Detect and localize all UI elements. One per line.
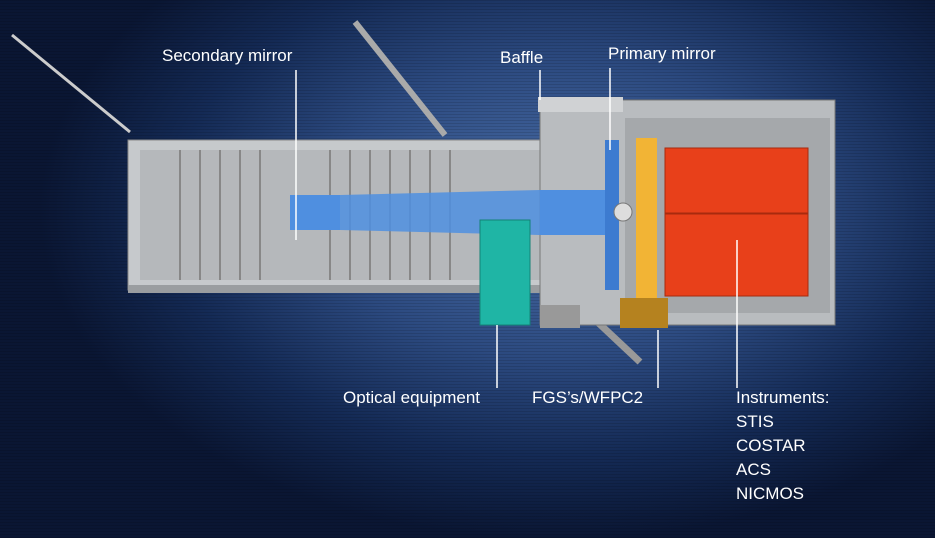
leader-lines <box>295 68 738 388</box>
label-baffle: Baffle <box>500 48 544 67</box>
instrument-item: STIS <box>736 412 774 431</box>
solar-array-boom <box>11 33 131 134</box>
optical-equipment-box <box>479 219 531 326</box>
mirror-hub <box>613 202 633 222</box>
instrument-item: NICMOS <box>736 484 804 503</box>
fgs-panel <box>636 138 657 300</box>
instrument-item: ACS <box>736 460 771 479</box>
label-instruments: Instruments: STIS COSTAR ACS NICMOS <box>736 386 830 506</box>
label-secondary-mirror: Secondary mirror <box>162 46 293 65</box>
instruments-heading: Instruments: <box>736 388 830 407</box>
instrument-item: COSTAR <box>736 436 806 455</box>
equipment-box <box>540 305 580 328</box>
label-primary-mirror: Primary mirror <box>608 44 716 63</box>
label-fgs-wfpc2: FGS’s/WFPC2 <box>532 388 644 407</box>
label-optical-equipment: Optical equipment <box>343 388 481 407</box>
wfpc2-box <box>620 298 668 328</box>
antenna-boom <box>352 20 448 137</box>
